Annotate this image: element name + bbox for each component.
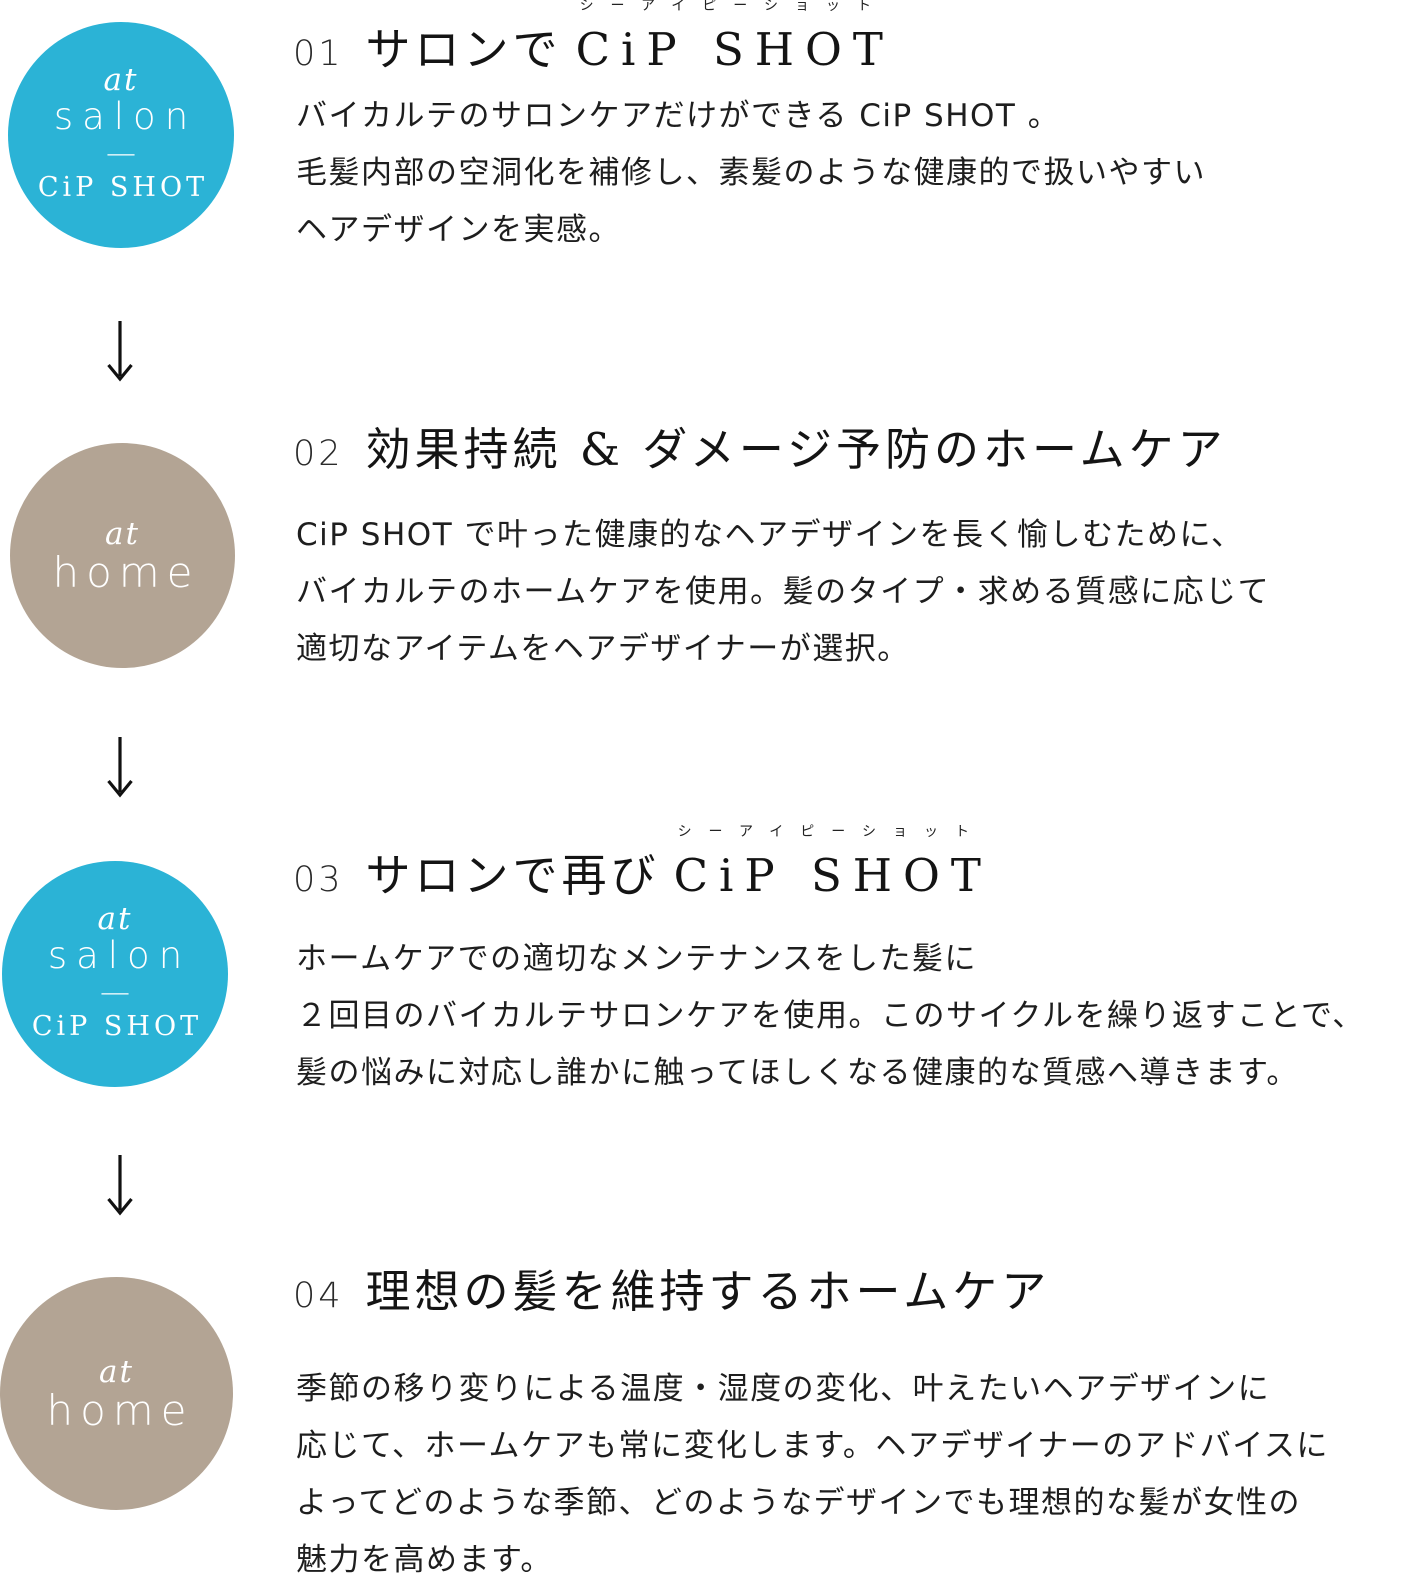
step-03-title: 03 サロンで再び シーアイピーショット CiP SHOT: [293, 825, 992, 904]
step-body-line: バイカルテのサロンケアだけができる CiP SHOT 。: [296, 98, 1061, 134]
badge-place-label: salon: [53, 95, 198, 138]
badge-at-label: at: [99, 1353, 134, 1390]
step-03-description: ホームケアでの適切なメンテナンスをした髪に ２回目のバイカルテサロンケアを使用。…: [296, 931, 1365, 1102]
step-04-description: 季節の移り変りによる温度・湿度の変化、叶えたいヘアデザインに 応じて、ホームケア…: [296, 1361, 1329, 1585]
step-number: 03: [293, 860, 344, 900]
down-arrow-icon: [105, 320, 135, 384]
badge-at-label: at: [103, 62, 139, 98]
step-02-title: 02 効果持続 & ダメージ予防のホームケア: [293, 426, 1227, 478]
step-body-line: ２回目のバイカルテサロンケアを使用。このサイクルを繰り返すことで、: [296, 998, 1365, 1034]
step-number: 01: [293, 34, 344, 74]
badge-place-label: salon: [47, 934, 192, 977]
badge-at-home: at home: [10, 443, 235, 668]
step-02-description: CiP SHOT で叶った健康的なヘアデザインを長く愉しむために、 バイカルテの…: [296, 507, 1270, 678]
step-number: 04: [293, 1276, 344, 1316]
badge-at-label: at: [105, 515, 140, 552]
badge-place-label: home: [46, 1385, 194, 1435]
step-04-title: 04 理想の髪を維持するホームケア: [293, 1268, 1050, 1320]
brand-name: CiP SHOT: [575, 23, 894, 76]
step-body-line: ホームケアでの適切なメンテナンスをした髪に: [296, 941, 977, 977]
badge-brand-label: CiP SHOT: [31, 1011, 203, 1042]
step-title-latin: シーアイピーショット CiP SHOT: [673, 825, 992, 902]
step-body-line: バイカルテのホームケアを使用。髪のタイプ・求める質感に応じて: [296, 574, 1271, 610]
step-01-title: 01 サロンで シーアイピーショット CiP SHOT: [293, 0, 894, 78]
step-title-text: 理想の髪を維持するホームケア: [365, 1265, 1051, 1318]
step-title-text: サロンで: [365, 23, 562, 76]
badge-divider: —: [100, 975, 130, 1010]
down-arrow-icon: [105, 736, 135, 800]
badge-place-label: home: [52, 547, 200, 597]
step-body-line: 適切なアイテムをヘアデザイナーが選択。: [296, 631, 910, 667]
step-01-description: バイカルテのサロンケアだけができる CiP SHOT 。 毛髪内部の空洞化を補修…: [296, 88, 1206, 259]
brand-name: CiP SHOT: [673, 849, 992, 902]
badge-at-salon-cipshot: at salon — CiP SHOT: [8, 22, 234, 248]
step-body-line: 魅力を高めます。: [296, 1542, 553, 1578]
step-body-line: CiP SHOT で叶った健康的なヘアデザインを長く愉しむために、: [296, 517, 1244, 553]
badge-divider: —: [106, 136, 136, 171]
step-body-line: ヘアデザインを実感。: [296, 212, 621, 248]
badge-at-label: at: [97, 901, 133, 937]
step-body-line: 髪の悩みに対応し誰かに触ってほしくなる健康的な質感へ導きます。: [296, 1055, 1299, 1091]
badge-brand-label: CiP SHOT: [37, 172, 209, 203]
step-body-line: 季節の移り変りによる温度・湿度の変化、叶えたいヘアデザインに: [296, 1371, 1271, 1407]
step-number: 02: [293, 434, 344, 474]
furigana-label: シーアイピーショット: [579, 0, 889, 14]
step-body-line: よってどのような季節、どのようなデザインでも理想的な髪が女性の: [296, 1485, 1302, 1521]
step-body-line: 毛髪内部の空洞化を補修し、素髪のような健康的で扱いやすい: [296, 155, 1206, 191]
step-title-latin: シーアイピーショット CiP SHOT: [575, 0, 894, 76]
step-title-text: 効果持続 & ダメージ予防のホームケア: [365, 423, 1227, 476]
step-title-text: サロンで再び: [365, 849, 660, 902]
badge-at-salon-cipshot: at salon — CiP SHOT: [2, 861, 228, 1087]
furigana-label: シーアイピーショット: [677, 824, 987, 840]
step-body-line: 応じて、ホームケアも常に変化します。ヘアデザイナーのアドバイスに: [296, 1428, 1329, 1464]
badge-at-home: at home: [0, 1277, 233, 1510]
down-arrow-icon: [105, 1154, 135, 1218]
